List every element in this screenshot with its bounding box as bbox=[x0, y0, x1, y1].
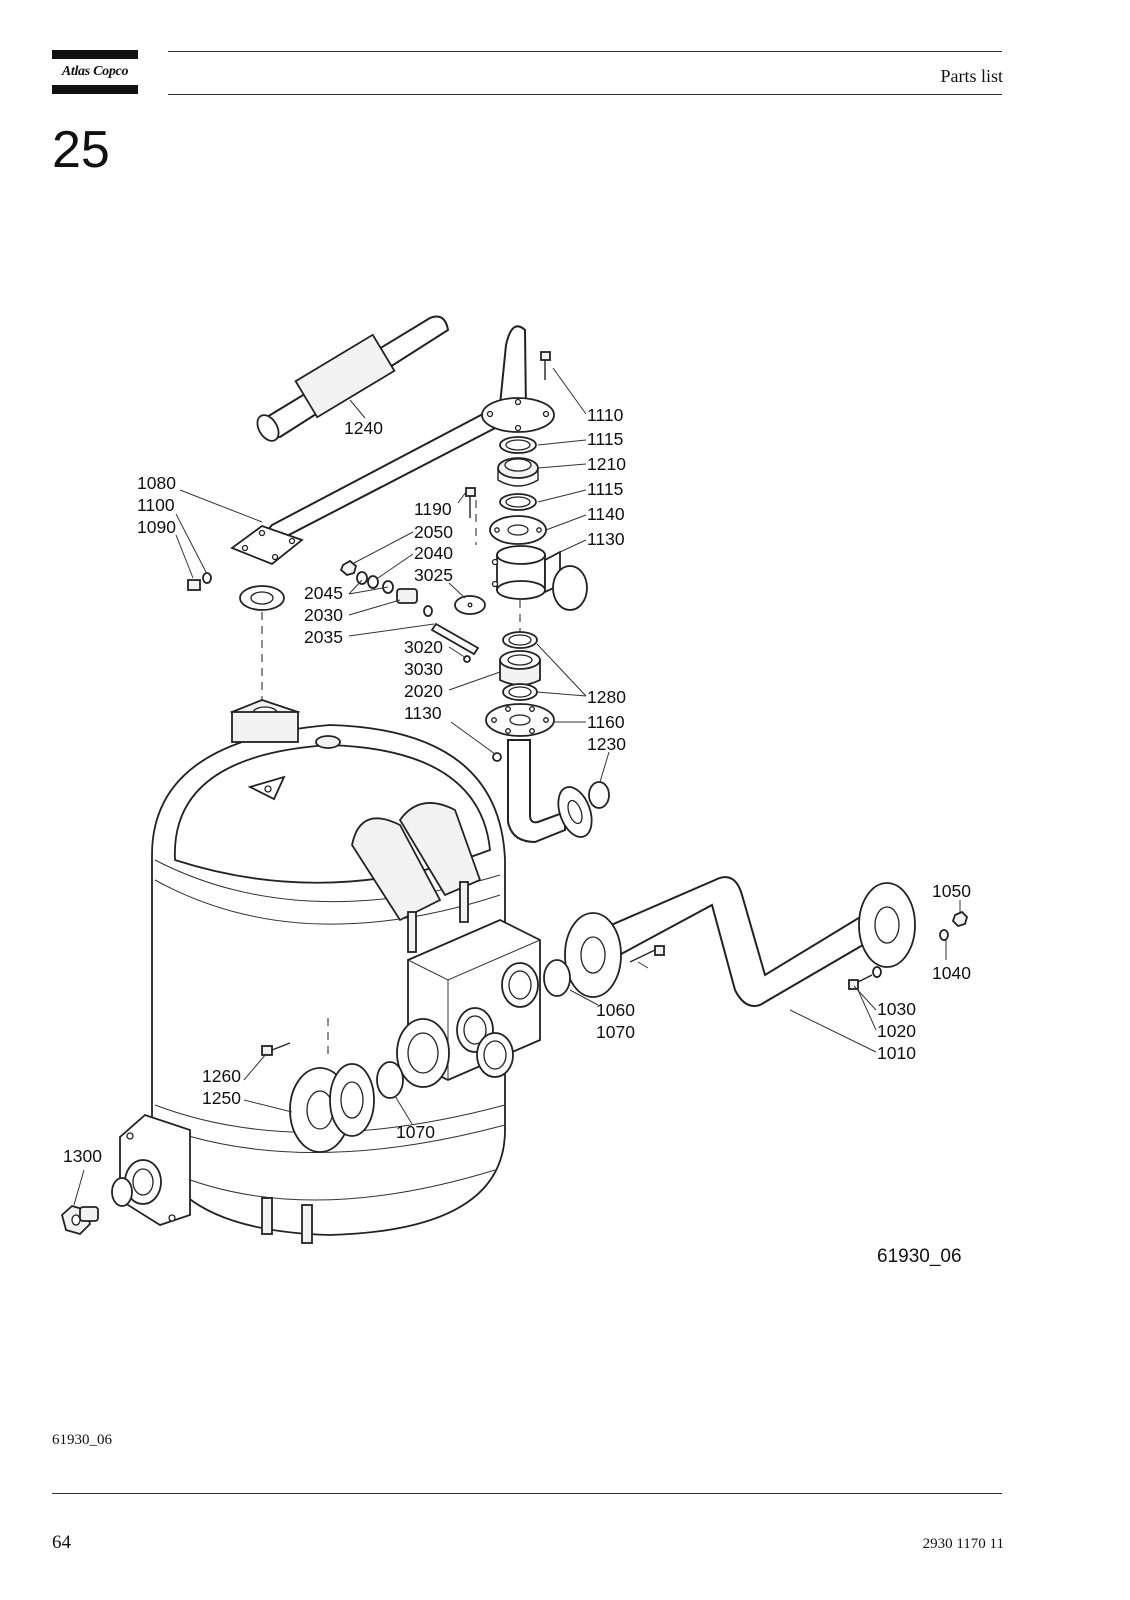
callout-1060: 1060 bbox=[596, 1000, 635, 1020]
callout-2020: 2020 bbox=[404, 681, 443, 701]
oring-1115-top bbox=[499, 436, 537, 454]
callout-1050: 1050 bbox=[932, 881, 971, 901]
flange-1160 bbox=[485, 703, 555, 737]
callout-1040: 1040 bbox=[932, 963, 971, 983]
oring-1115-bottom bbox=[499, 493, 537, 511]
callout-1070-b: 1070 bbox=[396, 1122, 435, 1142]
circlip-1070-lower bbox=[376, 1061, 404, 1099]
callout-1115-a: 1115 bbox=[587, 429, 623, 449]
callout-2040: 2040 bbox=[414, 543, 453, 563]
footer-rule bbox=[52, 1493, 1002, 1494]
callout-1090: 1090 bbox=[137, 517, 176, 537]
elbow-pipe bbox=[507, 739, 593, 844]
callout-1280: 1280 bbox=[587, 687, 626, 707]
nut-2050 bbox=[339, 559, 358, 576]
callout-labels: 1240 1110 1115 1210 1115 1140 1130 1080 … bbox=[63, 405, 971, 1267]
logo-bar-top bbox=[52, 50, 138, 59]
callout-1190: 1190 bbox=[414, 499, 452, 519]
bolt-1190 bbox=[465, 487, 476, 518]
callout-2030: 2030 bbox=[304, 605, 343, 625]
insert-2020 bbox=[499, 650, 541, 686]
callout-2050: 2050 bbox=[414, 522, 453, 542]
plug-1300 bbox=[60, 1204, 99, 1236]
pipe-1010 bbox=[564, 876, 916, 1007]
page-number: 64 bbox=[52, 1532, 71, 1553]
figure-reference: 61930_06 bbox=[877, 1246, 962, 1267]
callout-1140: 1140 bbox=[587, 504, 625, 524]
pipe-1080 bbox=[230, 325, 528, 566]
callout-1010: 1010 bbox=[877, 1043, 916, 1063]
callout-1250: 1250 bbox=[202, 1088, 241, 1108]
callout-1020: 1020 bbox=[877, 1021, 916, 1041]
callout-3030: 3030 bbox=[404, 659, 443, 679]
pipe-1240 bbox=[256, 315, 450, 442]
check-valve-1210 bbox=[497, 457, 539, 487]
bolt-1060 bbox=[629, 945, 665, 963]
bolt-1260 bbox=[261, 1042, 291, 1056]
callout-2045: 2045 bbox=[304, 583, 343, 603]
plug-1100-1090 bbox=[187, 572, 212, 591]
logo-wordmark: Atlas Copco bbox=[61, 64, 129, 79]
disc-3025 bbox=[454, 595, 486, 615]
callout-3020: 3020 bbox=[404, 637, 443, 657]
callout-2035: 2035 bbox=[304, 627, 343, 647]
header-rule-bottom bbox=[168, 94, 1002, 95]
nut-1130 bbox=[492, 752, 502, 762]
callout-3025: 3025 bbox=[414, 565, 453, 585]
circlip-1070-upper bbox=[543, 959, 571, 997]
callout-1030: 1030 bbox=[877, 999, 916, 1019]
valve-body-1130 bbox=[491, 545, 588, 611]
callout-1100: 1100 bbox=[137, 495, 175, 515]
separator-vessel bbox=[111, 699, 541, 1244]
leader-lines bbox=[73, 367, 961, 1206]
flange-1140 bbox=[489, 515, 547, 545]
washer-1040 bbox=[939, 929, 949, 941]
header-title: Parts list bbox=[940, 66, 1003, 86]
callout-1230: 1230 bbox=[587, 734, 626, 754]
callout-1240: 1240 bbox=[344, 418, 383, 438]
footer-figure-id: 61930_06 bbox=[52, 1432, 112, 1448]
callout-1300: 1300 bbox=[63, 1146, 102, 1166]
fitting-2030 bbox=[396, 588, 433, 617]
callout-1110: 1110 bbox=[587, 405, 624, 425]
oring-1280-top bbox=[502, 631, 538, 649]
gasket-1080 bbox=[239, 585, 285, 611]
callout-1080: 1080 bbox=[137, 473, 176, 493]
bolt-1030 bbox=[848, 966, 882, 990]
nut-1050 bbox=[951, 910, 969, 928]
flange-1250 bbox=[289, 1063, 375, 1153]
bolt-1110 bbox=[540, 351, 551, 380]
pin-2035 bbox=[430, 622, 480, 656]
callout-1115-b: 1115 bbox=[587, 479, 623, 499]
gasket-1230 bbox=[588, 781, 610, 809]
washer-2040 bbox=[356, 571, 379, 589]
callout-1160: 1160 bbox=[587, 712, 625, 732]
atlas-copco-logo: Atlas Copco bbox=[52, 50, 138, 94]
callout-1070-a: 1070 bbox=[596, 1022, 635, 1042]
header-rule-top bbox=[168, 51, 1002, 52]
flange-1110 bbox=[481, 397, 555, 433]
callout-1130-a: 1130 bbox=[587, 529, 625, 549]
oring-1280-bottom bbox=[502, 683, 538, 701]
section-number: 25 bbox=[52, 121, 110, 179]
callout-1210: 1210 bbox=[587, 454, 626, 474]
document-number: 2930 1170 11 bbox=[922, 1536, 1004, 1552]
callout-1130-b: 1130 bbox=[404, 703, 442, 723]
callout-1260: 1260 bbox=[202, 1066, 241, 1086]
logo-bar-bottom bbox=[52, 85, 138, 94]
